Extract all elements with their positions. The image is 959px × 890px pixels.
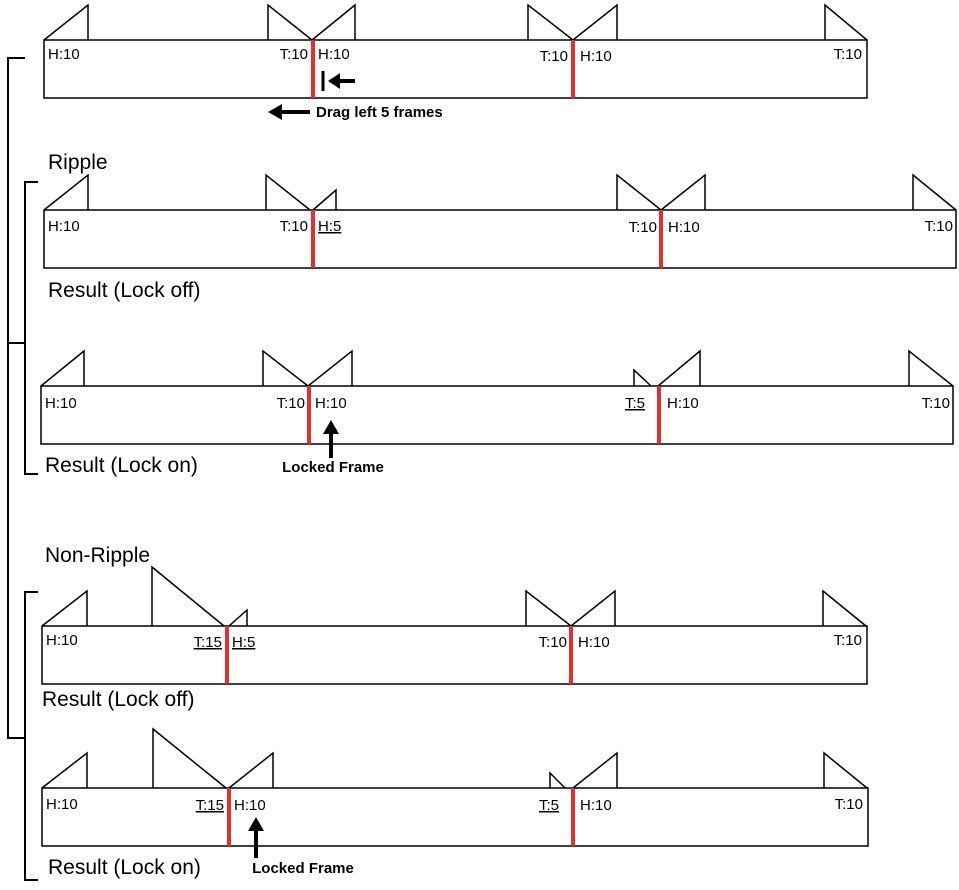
up-arrow-icon [248, 817, 264, 858]
section-title-ripple: Ripple [48, 151, 108, 174]
caption-ripple-lock-off: Result (Lock off) [48, 279, 201, 302]
caption-nonripple-lock-off: Result (Lock off) [42, 688, 195, 711]
tail-label: T:10 [925, 218, 953, 235]
tail-label: T:10 [835, 796, 863, 813]
tail-label: T:10 [280, 46, 308, 63]
head-label: H:10 [234, 797, 266, 814]
tail-label: T:10 [540, 48, 568, 65]
head-label: H:10 [580, 797, 612, 814]
clip-track [43, 209, 957, 269]
tail-label: T:10 [539, 634, 567, 651]
head-label: H:10 [668, 219, 700, 236]
head-label: H:10 [578, 634, 610, 651]
caption-nonripple-lock-on: Result (Lock on) [48, 856, 201, 879]
tail-label: T:10 [277, 395, 305, 412]
transition-handles [41, 565, 867, 627]
timeline-original: H:10 T:10 H:10 T:10 H:10 T:10 Drag left … [43, 3, 868, 121]
timeline-nonripple-lock-on: H:10 T:15 H:10 T:5 H:10 T:10 Locked Fram… [41, 727, 869, 877]
clip-track [43, 39, 868, 99]
drag-annotation: Drag left 5 frames [316, 104, 443, 121]
clip-track [41, 787, 869, 847]
head-label: H:10 [318, 46, 350, 63]
tail-label: T:10 [280, 218, 308, 235]
head-label: H:10 [48, 46, 80, 63]
tail-label: T:5 [539, 797, 559, 814]
locked-frame-annotation: Locked Frame [282, 459, 384, 476]
head-label: H:10 [46, 632, 78, 649]
ripple-bracket [24, 181, 38, 475]
head-label: H:5 [232, 634, 255, 651]
non-ripple-bracket [24, 591, 38, 881]
head-label: H:10 [46, 796, 78, 813]
up-arrow-icon [323, 420, 339, 458]
head-label: H:10 [48, 218, 80, 235]
tail-label: T:5 [625, 395, 645, 412]
tail-label: T:15 [196, 797, 224, 814]
tail-label: T:10 [834, 46, 862, 63]
tail-label: T:10 [834, 632, 862, 649]
head-label: H:5 [318, 218, 341, 235]
timeline-ripple-lock-off: H:10 T:10 H:5 T:10 H:10 T:10 [43, 173, 957, 269]
locked-frame-annotation: Locked Frame [252, 860, 354, 877]
tail-label: T:10 [922, 395, 950, 412]
outer-bracket [7, 57, 26, 739]
transition-handles [43, 3, 868, 41]
head-label: H:10 [315, 395, 347, 412]
head-label: H:10 [45, 395, 77, 412]
timeline-nonripple-lock-off: H:10 T:15 H:5 T:10 H:10 T:10 [41, 565, 868, 685]
transition-handles [41, 727, 868, 789]
clip-track [41, 625, 868, 685]
transition-handles [40, 349, 954, 387]
head-label: H:10 [667, 395, 699, 412]
tail-label: T:15 [194, 634, 222, 651]
trim-left-icon [321, 71, 355, 91]
timeline-ripple-lock-on: H:10 T:10 H:10 T:5 H:10 T:10 Locked Fram… [40, 349, 954, 476]
transition-handles [43, 173, 957, 211]
clip-track [40, 385, 954, 445]
head-label: H:10 [580, 48, 612, 65]
tail-label: T:10 [629, 219, 657, 236]
left-arrow-icon [268, 104, 310, 120]
caption-ripple-lock-on: Result (Lock on) [45, 454, 198, 477]
section-title-non-ripple: Non-Ripple [45, 544, 150, 567]
